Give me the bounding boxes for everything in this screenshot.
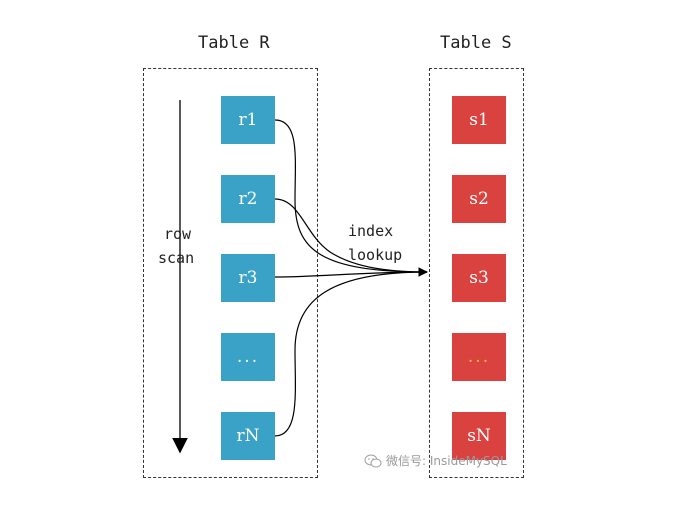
table-r-box <box>143 68 318 478</box>
table-s-cell-sn: sN <box>452 412 506 460</box>
table-s-cell-s1: s1 <box>452 96 506 144</box>
index-lookup-label: index lookup <box>348 219 402 267</box>
index-lookup-label-line1: index <box>348 222 394 240</box>
table-r-cell-ellipsis: ... <box>221 333 275 381</box>
lookup-curve-rn <box>274 271 428 437</box>
table-r-cell-rn: rN <box>221 412 275 460</box>
index-lookup-label-line2: lookup <box>348 246 403 264</box>
table-s-title: Table S <box>440 33 512 53</box>
table-r-cell-r3: r3 <box>221 254 275 302</box>
watermark-text: 微信号: InsideMySQL <box>386 454 507 468</box>
table-r-cell-r1: r1 <box>221 96 275 144</box>
table-s-box <box>429 68 524 478</box>
lookup-curve-r1 <box>274 119 428 273</box>
table-s-cell-ellipsis: ... <box>452 333 506 381</box>
table-r-title: Table R <box>198 33 270 53</box>
wechat-icon <box>364 454 382 467</box>
table-r-cell-r2: r2 <box>221 175 275 223</box>
row-scan-label-line2: scan <box>158 249 195 267</box>
row-scan-label: row scan <box>158 222 194 270</box>
lookup-curve-r2 <box>274 198 428 273</box>
table-s-cell-s3: s3 <box>452 254 506 302</box>
watermark: 微信号: InsideMySQL <box>364 452 507 469</box>
row-scan-label-line1: row <box>164 225 192 243</box>
table-s-cell-s2: s2 <box>452 175 506 223</box>
